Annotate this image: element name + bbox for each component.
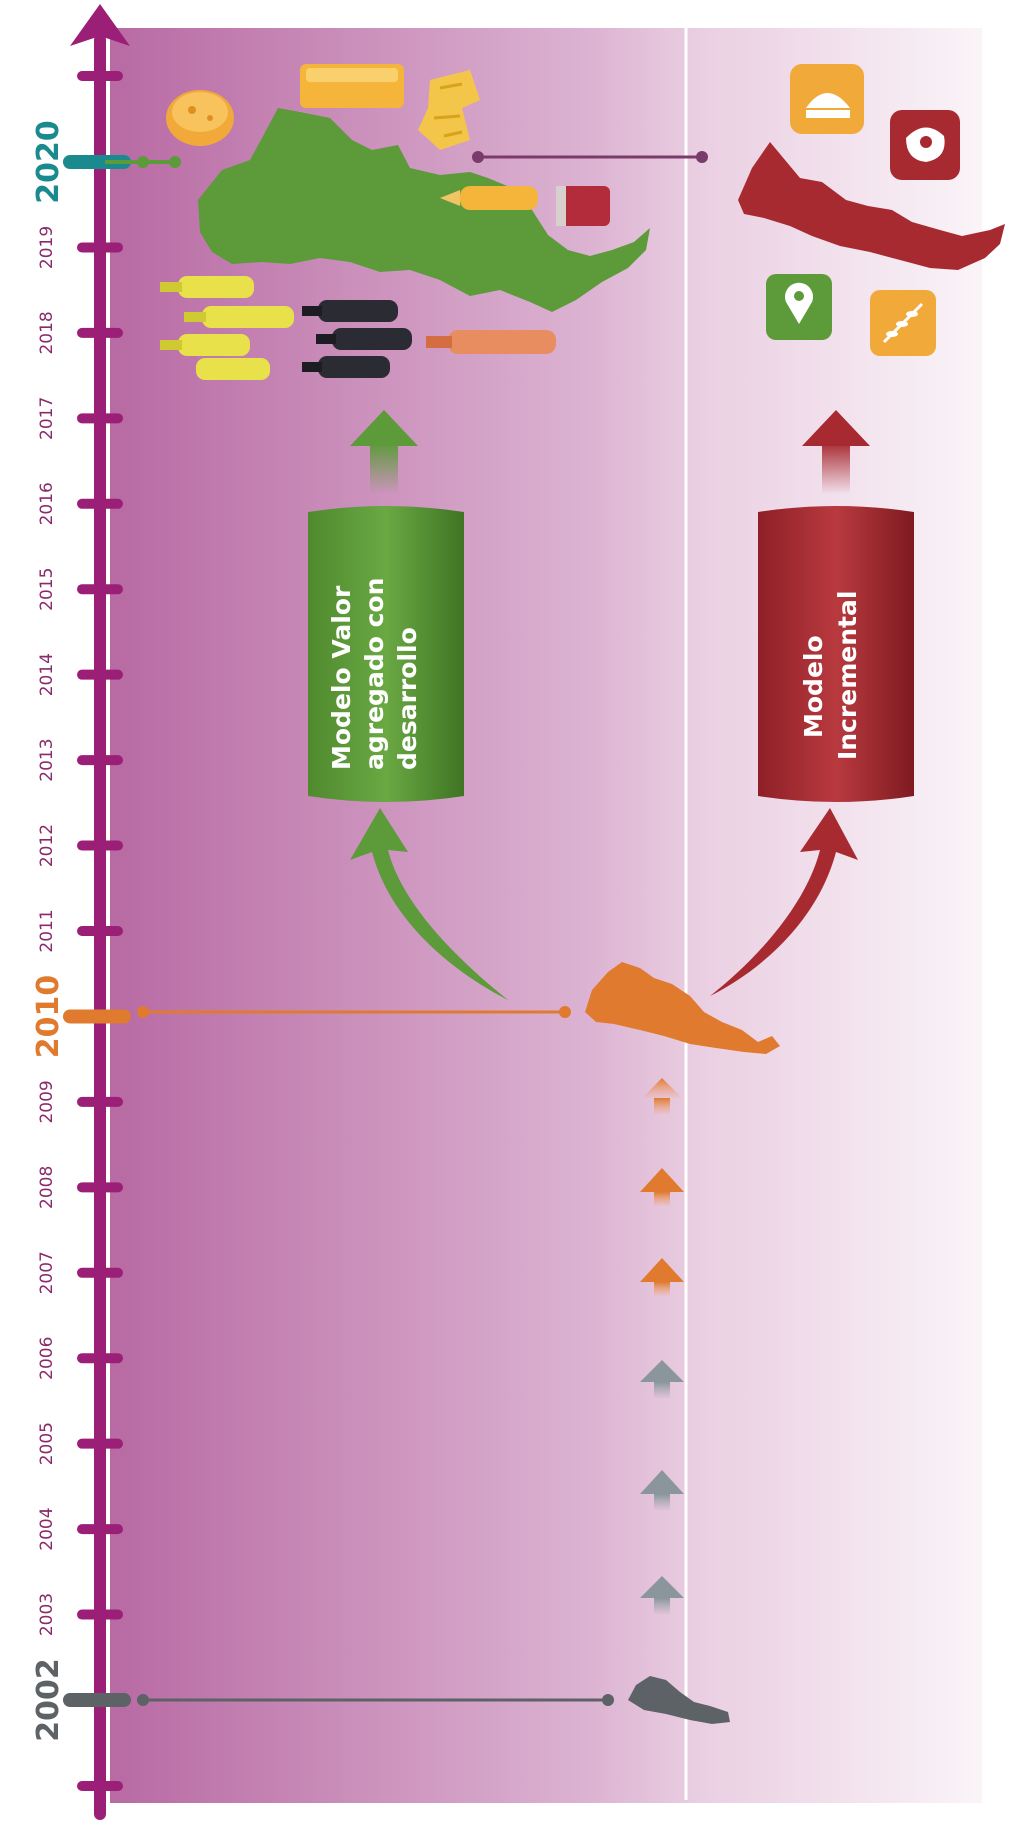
year-label-2020: 2020 (31, 120, 66, 204)
map-2020-red (738, 142, 1005, 270)
pasta-icon (418, 70, 480, 150)
white-wine-bottles-icon (160, 276, 294, 380)
year-label-2014: 2014 (37, 653, 57, 696)
year-label-2005: 2005 (37, 1422, 57, 1465)
year-label-2019: 2019 (37, 226, 57, 269)
map-2002-gray (628, 1676, 730, 1724)
cheese-icon (166, 90, 234, 146)
rose-wine-bottle-icon (426, 330, 556, 354)
year-label-2012: 2012 (37, 824, 57, 867)
year-label-2011: 2011 (37, 909, 57, 952)
progression-arrows (640, 1078, 684, 1614)
red-curved-arrow (710, 808, 858, 996)
connector-2020 (105, 151, 708, 168)
timeline-axis: 2002 2003 2004 2005 2006 2007 2008 2009 2010 2011… (31, 4, 131, 1820)
location-pin-icon (766, 274, 832, 340)
year-label-2016: 2016 (37, 482, 57, 525)
year-label-2003: 2003 (37, 1593, 57, 1636)
meat-icon (890, 110, 960, 180)
year-label-2008: 2008 (37, 1166, 57, 1209)
arrow-up-icon (640, 1576, 684, 1614)
model-box-green: Modelo Valor agregado con desarrollo (308, 506, 464, 802)
year-label-2015: 2015 (37, 568, 57, 611)
model-green-line-1: Modelo Valor (327, 585, 356, 770)
red-wine-bottles-icon (302, 300, 412, 378)
wheat-icon (870, 290, 936, 356)
axis-arrow-head (70, 4, 130, 46)
honey-jar-icon (440, 186, 538, 210)
model-box-red: Modelo Incremental (758, 506, 914, 802)
map-2020-green (198, 108, 650, 312)
sandwich-icon (790, 64, 864, 134)
model-red-line-1: Modelo (799, 635, 828, 738)
green-up-arrow (350, 410, 418, 494)
red-up-arrow (802, 410, 870, 494)
year-label-2013: 2013 (37, 738, 57, 781)
model-red-line-2: Incremental (833, 591, 862, 760)
arrow-up-icon (640, 1470, 684, 1510)
year-label-2018: 2018 (37, 311, 57, 354)
arrow-up-icon (640, 1360, 684, 1398)
arrow-up-icon (640, 1258, 684, 1296)
butter-icon (300, 64, 404, 108)
model-green-line-3: desarrollo (393, 627, 422, 770)
arrow-up-icon (640, 1168, 684, 1206)
green-curved-arrow (350, 808, 508, 1000)
connector-2002 (137, 1694, 614, 1706)
year-label-2002: 2002 (31, 1658, 66, 1742)
year-label-2017: 2017 (37, 397, 57, 440)
year-label-2009: 2009 (37, 1080, 57, 1123)
map-2010-orange (585, 962, 780, 1054)
model-green-line-2: agregado con (360, 578, 389, 770)
jam-jar-icon (556, 186, 610, 226)
year-label-2006: 2006 (37, 1337, 57, 1380)
year-label-2004: 2004 (37, 1507, 57, 1550)
year-label-2010: 2010 (31, 975, 66, 1059)
arrow-up-icon (642, 1078, 682, 1114)
year-label-2007: 2007 (37, 1251, 57, 1294)
connector-2010 (137, 1006, 571, 1018)
